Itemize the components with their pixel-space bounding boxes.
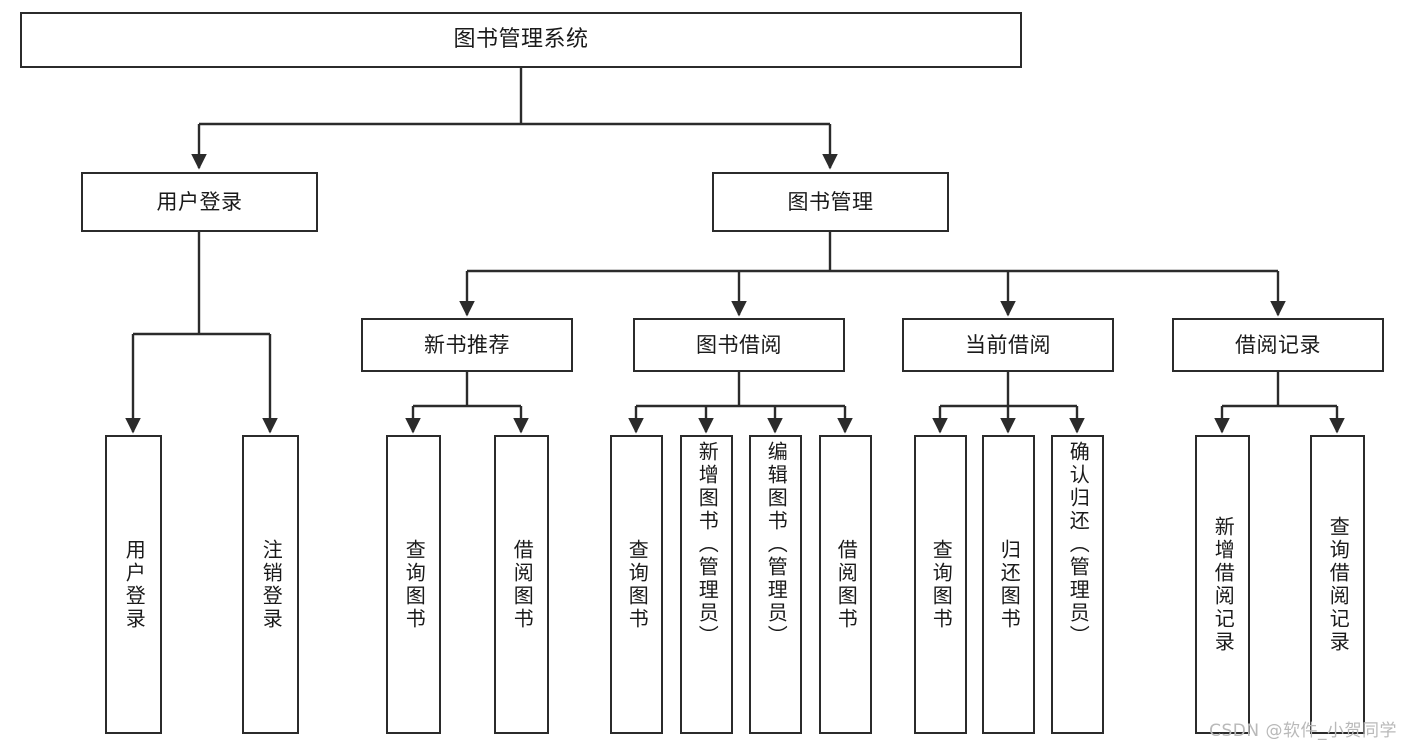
node-new-book-recommendation[interactable]: 新书推荐 [361,318,573,372]
node-label: 图书借阅 [696,332,782,357]
node-root-book-management-system[interactable]: 图书管理系统 [20,12,1022,68]
leaf-new-book-borrow-books[interactable]: 借阅图书 [494,435,549,734]
leaf-book-borrow-borrow-books[interactable]: 借阅图书 [819,435,872,734]
node-label: 确认归还（管理员） [1066,441,1091,648]
node-user-login[interactable]: 用户登录 [81,172,318,232]
node-label: 借阅图书 [510,538,535,631]
node-label: 注销登录 [259,538,284,631]
node-label: 新增借阅记录 [1211,515,1236,654]
node-label: 用户登录 [156,189,243,214]
node-label: 查询借阅记录 [1326,515,1351,654]
leaf-book-borrow-query-books[interactable]: 查询图书 [610,435,663,734]
node-label: 新书推荐 [424,332,510,357]
leaf-new-book-query-books[interactable]: 查询图书 [386,435,441,734]
node-label: 查询图书 [929,538,954,631]
node-label: 查询图书 [625,538,650,631]
leaf-user-login-login[interactable]: 用户登录 [105,435,162,734]
node-label: 新增图书（管理员） [695,441,720,648]
node-borrowing-record[interactable]: 借阅记录 [1172,318,1384,372]
node-label: 归还图书 [997,538,1022,631]
leaf-current-borrow-query-books[interactable]: 查询图书 [914,435,967,734]
node-book-management[interactable]: 图书管理 [712,172,949,232]
leaf-current-borrow-return-books[interactable]: 归还图书 [982,435,1035,734]
leaf-current-borrow-confirm-return-admin[interactable]: 确认归还（管理员） [1051,435,1104,734]
leaf-book-borrow-add-book-admin[interactable]: 新增图书（管理员） [680,435,733,734]
node-label: 借阅记录 [1235,332,1321,357]
leaf-borrow-record-query-record[interactable]: 查询借阅记录 [1310,435,1365,734]
node-label: 用户登录 [122,538,147,631]
leaf-borrow-record-add-record[interactable]: 新增借阅记录 [1195,435,1250,734]
node-current-borrowing[interactable]: 当前借阅 [902,318,1114,372]
leaf-user-login-logout[interactable]: 注销登录 [242,435,299,734]
node-label: 图书管理系统 [453,27,589,53]
node-label: 借阅图书 [834,538,859,631]
node-label: 当前借阅 [965,332,1051,357]
leaf-book-borrow-edit-book-admin[interactable]: 编辑图书（管理员） [749,435,802,734]
node-book-borrowing[interactable]: 图书借阅 [633,318,845,372]
node-label: 图书管理 [787,189,874,214]
node-label: 查询图书 [402,538,427,631]
node-label: 编辑图书（管理员） [764,441,789,648]
